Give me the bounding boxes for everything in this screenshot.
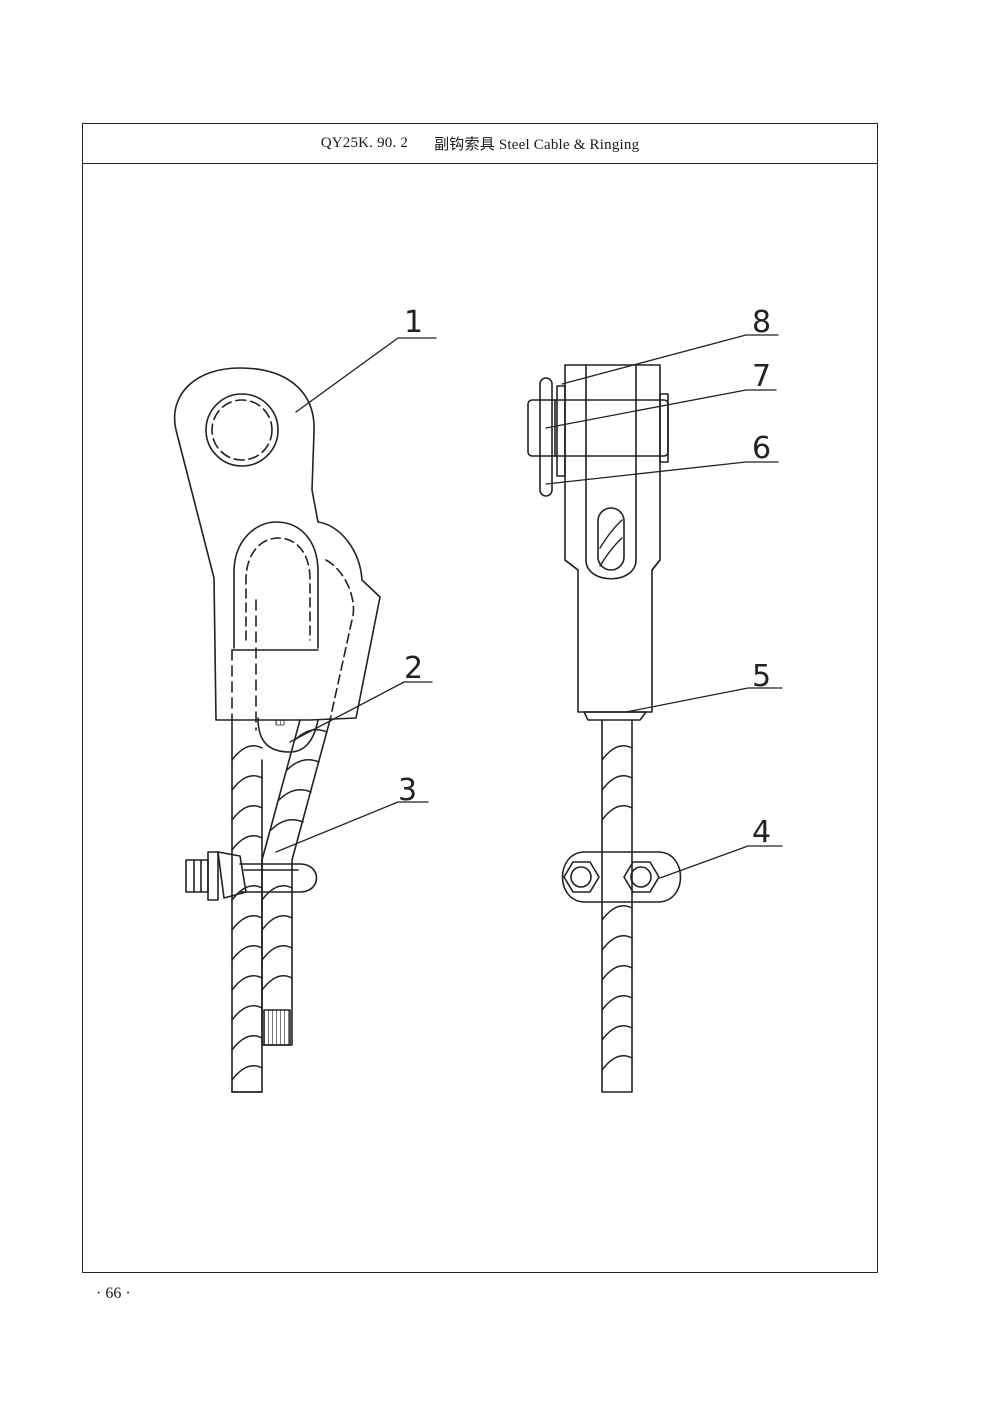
thimble-loop — [233, 521, 319, 649]
drawing-code: QY25K. 90. 2 — [320, 135, 409, 151]
callout-labels: 1 2 3 4 5 6 7 8 — [398, 305, 771, 850]
callout-2: 2 — [404, 651, 423, 686]
rope-end-serving — [263, 1009, 291, 1046]
rope-clip-plate — [561, 851, 682, 903]
callout-8: 8 — [752, 305, 771, 340]
washer — [556, 385, 566, 477]
callout-1: 1 — [404, 305, 423, 340]
dead-end-rope — [261, 719, 331, 1046]
callout-4: 4 — [752, 815, 771, 850]
rope-collar — [583, 711, 647, 721]
socket-slot — [597, 507, 625, 571]
eye-hole — [205, 393, 279, 467]
callout-7: 7 — [752, 359, 771, 394]
left-assembly — [173, 367, 381, 1093]
page-number: · 66 · — [96, 1285, 131, 1302]
callout-5: 5 — [752, 659, 771, 694]
socket-eye-body — [173, 367, 381, 721]
leader-lines — [275, 334, 783, 879]
title-block: QY25K. 90. 2 副钩索具 Steel Cable & Ringing — [83, 124, 877, 164]
callout-3: 3 — [398, 773, 417, 808]
main-rope-right — [601, 719, 633, 1093]
drawing-frame: QY25K. 90. 2 副钩索具 Steel Cable & Ringing — [82, 123, 878, 1273]
wedge — [257, 717, 319, 753]
drawing-title: 副钩索具 Steel Cable & Ringing — [434, 137, 640, 153]
u-bolt-clip — [185, 851, 318, 901]
cotter-pin — [539, 377, 553, 497]
socket-body-front — [564, 364, 661, 713]
right-assembly — [527, 364, 682, 1093]
callout-6: 6 — [752, 431, 771, 466]
